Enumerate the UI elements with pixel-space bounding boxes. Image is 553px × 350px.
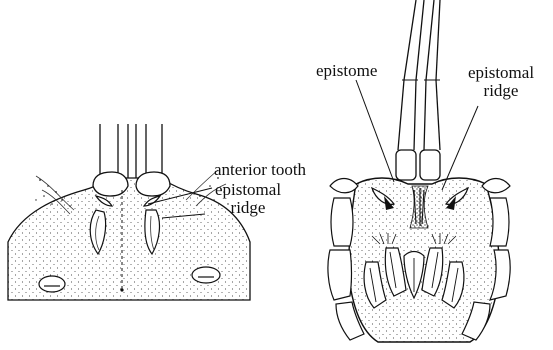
label-epistomal-ridge-right-line2: ridge (458, 82, 544, 100)
right-head-drawing (328, 0, 510, 342)
label-epistomal-ridge-right: epistomal ridge (458, 64, 544, 100)
label-epistomal-ridge-right-line1: epistomal (458, 64, 544, 82)
label-epistomal-ridge-left-line1: epistomal (210, 181, 286, 199)
label-epistomal-ridge-left: epistomal ridge (210, 171, 286, 217)
label-epistome: epistome (316, 62, 377, 80)
label-epistomal-ridge-left-line2: ridge (210, 199, 286, 217)
